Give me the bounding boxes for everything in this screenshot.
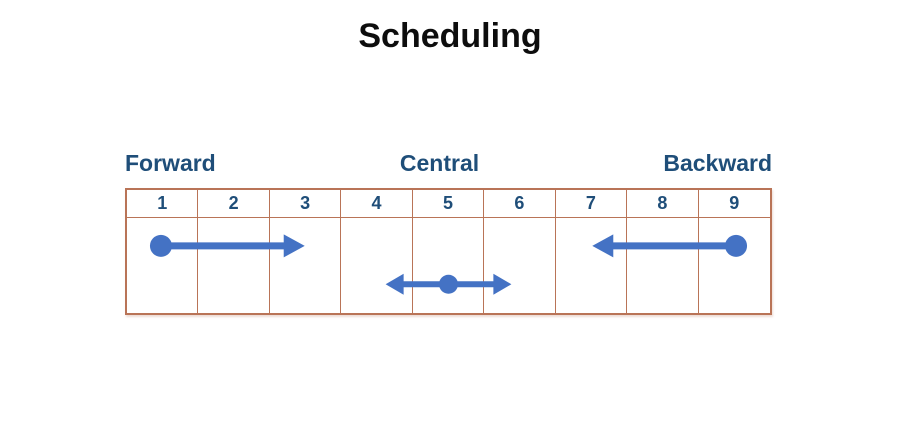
grid-header-cell-9: 9 <box>698 190 770 218</box>
label-backward: Backward <box>663 150 772 176</box>
grid-body-cell-9 <box>699 218 770 313</box>
grid-body-cell-8 <box>627 218 699 313</box>
grid-body-cell-5 <box>413 218 485 313</box>
grid-header-cell-1: 1 <box>127 190 199 218</box>
grid-header-cell-5: 5 <box>412 190 485 218</box>
grid-header-cell-3: 3 <box>269 190 342 218</box>
grid-body-cell-7 <box>556 218 628 313</box>
grid-body-cell-1 <box>127 218 199 313</box>
grid-body-cell-3 <box>270 218 342 313</box>
grid-body-cell-4 <box>341 218 413 313</box>
grid-header-cell-4: 4 <box>341 190 413 218</box>
grid-header-cell-2: 2 <box>198 190 270 218</box>
grid-header-cell-7: 7 <box>555 190 628 218</box>
grid-body-cell-2 <box>198 218 270 313</box>
slide-title: Scheduling <box>358 17 542 55</box>
grid-body-cell-6 <box>484 218 556 313</box>
section-labels: Forward Central Backward <box>125 149 772 177</box>
grid-header-cell-6: 6 <box>484 190 556 218</box>
grid-header-cell-8: 8 <box>627 190 699 218</box>
label-forward: Forward <box>125 150 216 176</box>
label-central: Central <box>399 150 480 176</box>
